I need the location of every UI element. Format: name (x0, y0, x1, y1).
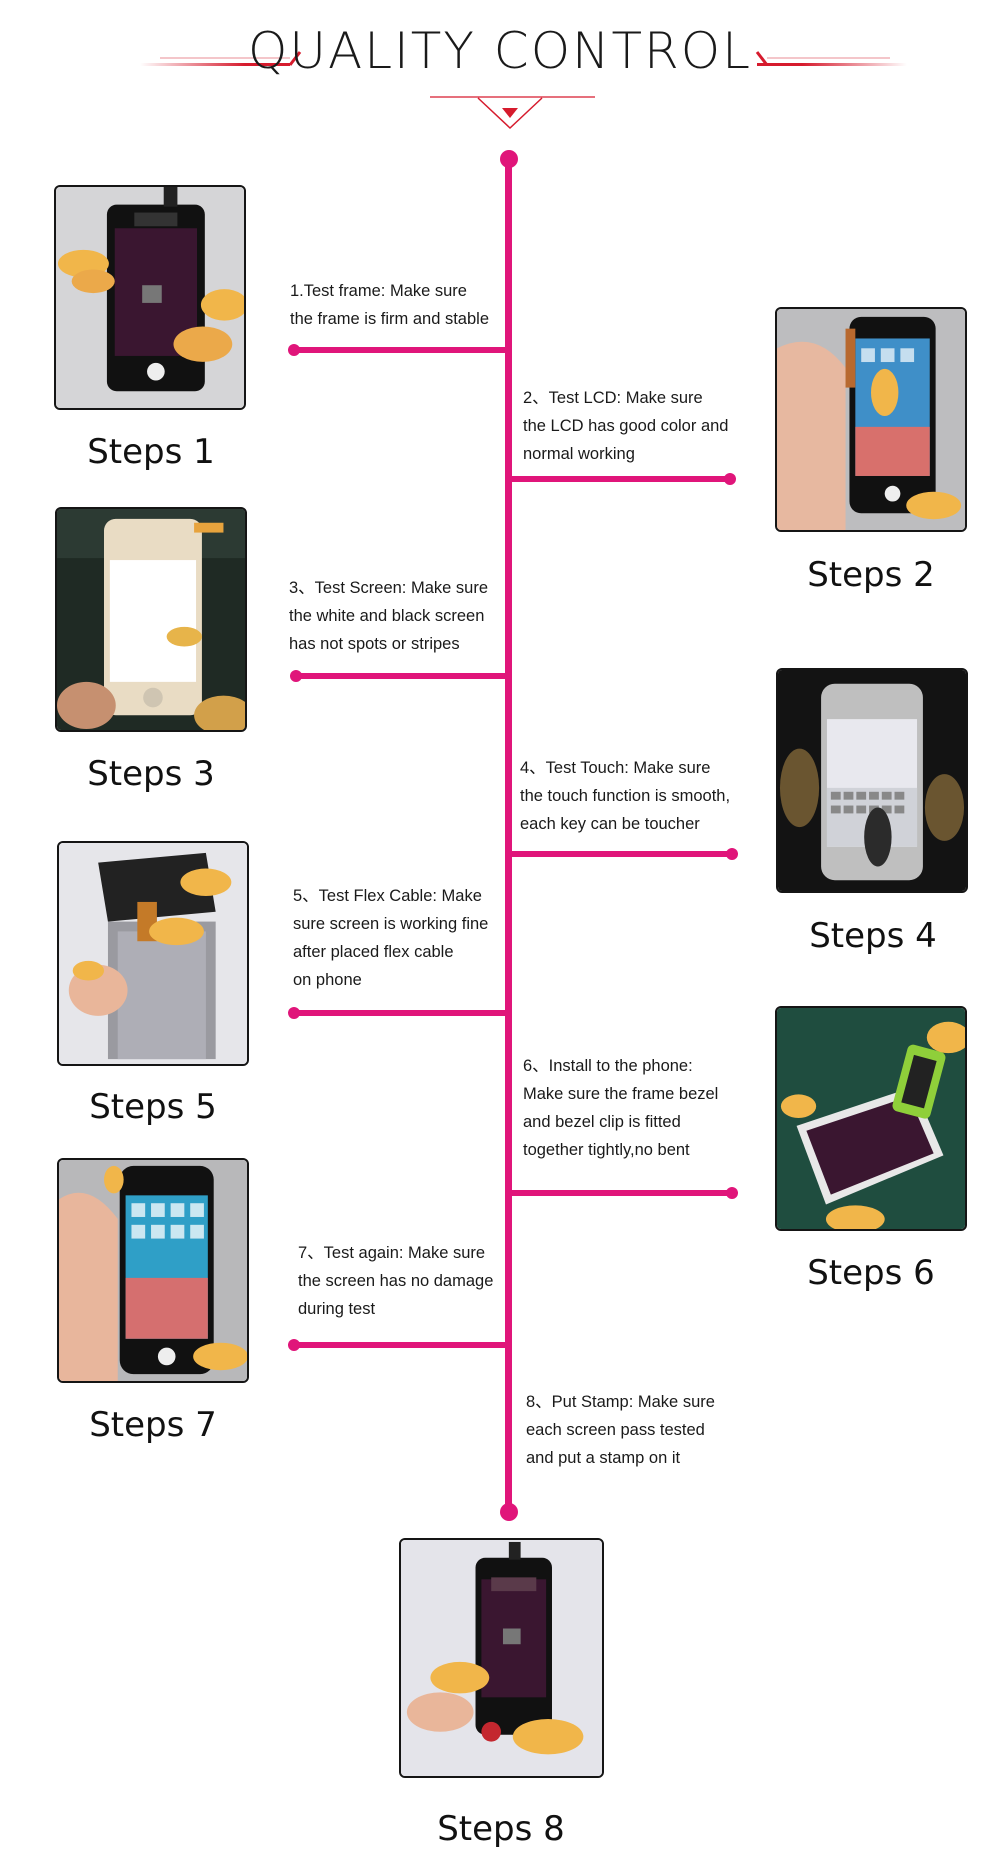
step-1-description: 1.Test frame: Make sure the frame is fir… (290, 282, 489, 328)
branch-step-2 (510, 476, 730, 482)
step-5-photo (57, 841, 249, 1066)
step-1-label: Steps 1 (87, 432, 215, 472)
step-6-description: 6、Install to the phone: Make sure the fr… (523, 1057, 719, 1159)
step-2-photo (775, 307, 967, 532)
branch-dot-step-1 (288, 344, 300, 356)
step-7-description: 7、Test again: Make sure the screen has n… (298, 1244, 494, 1318)
step-4-label: Steps 4 (809, 916, 937, 956)
branch-dot-step-6 (726, 1187, 738, 1199)
step-3-label: Steps 3 (87, 754, 215, 794)
step-1-photo (54, 185, 246, 410)
header-right-rule (757, 63, 907, 66)
timeline-end-node (500, 1503, 518, 1521)
step-2-label: Steps 2 (807, 555, 935, 595)
header-left-rule (140, 63, 290, 66)
step-7-photo (57, 1158, 249, 1383)
branch-step-4 (510, 851, 732, 857)
header-triangle-icon (502, 108, 518, 118)
step-7-label: Steps 7 (89, 1405, 217, 1445)
step-6-label: Steps 6 (807, 1253, 935, 1293)
branch-dot-step-2 (724, 473, 736, 485)
header-ornament (160, 51, 890, 130)
step-3-photo (55, 507, 247, 732)
step-8-description: 8、Put Stamp: Make sure each screen pass … (526, 1393, 715, 1467)
branch-dot-step-4 (726, 848, 738, 860)
branch-step-1 (295, 347, 507, 353)
timeline-spine (505, 158, 512, 1512)
timeline-start-node (500, 150, 518, 168)
branch-dot-step-3 (290, 670, 302, 682)
page-title: QUALITY CONTROL (248, 22, 752, 80)
step-2-description: 2、Test LCD: Make sure the LCD has good c… (523, 389, 729, 463)
step-4-photo (776, 668, 968, 893)
branch-step-7 (295, 1342, 507, 1348)
branch-step-6 (510, 1190, 732, 1196)
step-3-description: 3、Test Screen: Make sure the white and b… (289, 579, 488, 653)
step-4-description: 4、Test Touch: Make sure the touch functi… (520, 759, 731, 833)
branch-step-3 (297, 673, 507, 679)
step-8-photo (399, 1538, 604, 1778)
step-6-photo (775, 1006, 967, 1231)
branch-dot-step-7 (288, 1339, 300, 1351)
step-5-label: Steps 5 (89, 1087, 217, 1127)
step-5-description: 5、Test Flex Cable: Make sure screen is w… (293, 887, 489, 989)
step-8-label: Steps 8 (437, 1809, 565, 1849)
branch-dot-step-5 (288, 1007, 300, 1019)
branch-step-5 (295, 1010, 507, 1016)
